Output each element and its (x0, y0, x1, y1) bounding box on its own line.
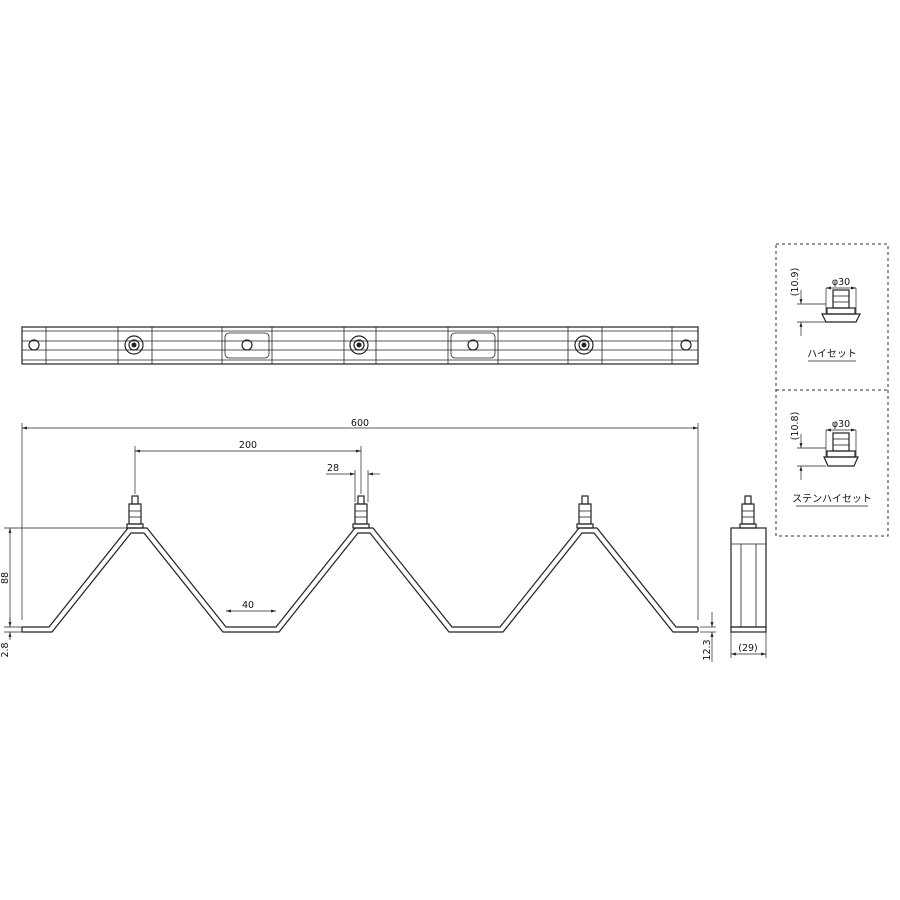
dim-overall-length: 600 (351, 418, 369, 429)
detail-box: φ30 (10.9) ハイセット φ30 (10.8) (775, 243, 889, 537)
bolt-hole (124, 335, 144, 355)
dim-bottom-thickness: 2.8 (0, 642, 11, 657)
dim-height: 88 (0, 572, 11, 584)
detail-1-diameter: φ30 (832, 277, 850, 288)
side-view: (29) 12.3 (700, 495, 767, 662)
plan-outline (21, 326, 699, 365)
stud-bolt (576, 495, 594, 529)
stud-bolt (126, 495, 144, 529)
stud-bolt (739, 495, 757, 529)
end-hole (28, 339, 40, 351)
profile-view: 600 200 28 40 88 2.8 (0, 418, 699, 658)
stud-bolt (352, 495, 370, 529)
slot-hole (241, 339, 253, 351)
dim-side-offset: 12.3 (702, 639, 713, 660)
plan-view (21, 326, 699, 365)
dim-bolt-offset: 28 (327, 463, 339, 474)
detail-1-height: (10.9) (790, 268, 801, 297)
detail-haiset: φ30 (10.9) ハイセット (790, 268, 861, 362)
detail-2-label: ステンハイセット (792, 493, 872, 505)
detail-1-label: ハイセット (807, 348, 857, 360)
detail-2-height: (10.8) (790, 412, 801, 441)
bolt-hole (349, 335, 369, 355)
detail-2-diameter: φ30 (832, 419, 850, 430)
slot-hole (467, 339, 479, 351)
dim-bottom-flat: 40 (242, 600, 254, 611)
end-hole (680, 339, 692, 351)
dim-side-width: (29) (738, 643, 758, 654)
bolt-hole (574, 335, 594, 355)
dim-pitch: 200 (239, 440, 257, 451)
detail-sten-haiset: φ30 (10.8) ステンハイセット (790, 412, 872, 507)
